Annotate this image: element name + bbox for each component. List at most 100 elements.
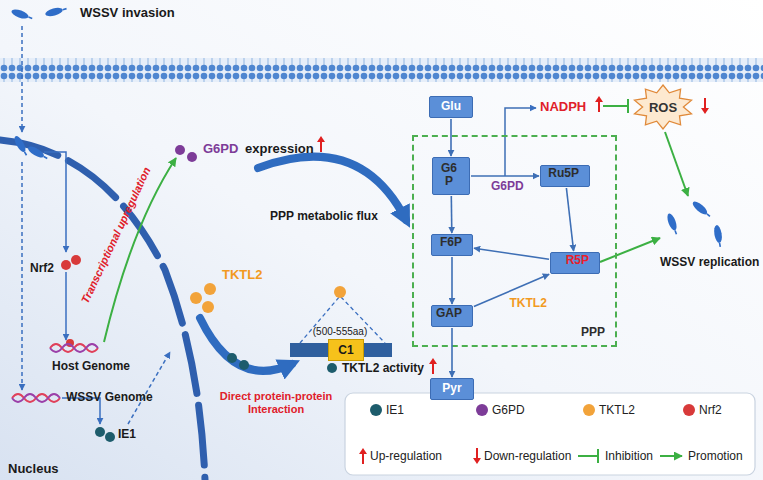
change-arrow xyxy=(429,358,437,374)
metabolite-box: R5P xyxy=(550,252,600,274)
node-text: Pyr xyxy=(442,382,461,395)
flow-connector xyxy=(451,328,453,377)
node-text: ROS xyxy=(649,100,677,115)
virus-icon xyxy=(713,225,723,244)
change-arrow xyxy=(595,96,603,112)
node-text: GAP xyxy=(436,307,462,320)
virus-icon xyxy=(12,134,29,157)
promotion-arrow xyxy=(665,132,688,196)
inhibition-line xyxy=(627,99,629,113)
protein-dot xyxy=(190,292,202,304)
nuclear-envelope xyxy=(0,140,205,480)
genome-label: Host Genome xyxy=(52,360,130,374)
node-text: R5P xyxy=(566,254,589,267)
inhibition-line xyxy=(603,105,628,107)
metabolite-box: F6P xyxy=(431,234,473,256)
protein-dot xyxy=(175,145,185,155)
flow-connector xyxy=(451,257,453,304)
legend-sample xyxy=(660,455,682,457)
virus-icon xyxy=(26,144,45,159)
signal-line xyxy=(65,272,67,340)
protein-label: G6PD xyxy=(203,142,238,157)
nuclear-envelope xyxy=(0,140,205,480)
edge-label: G6PD xyxy=(491,179,524,193)
signal-line xyxy=(21,162,23,390)
virus-icon xyxy=(666,212,679,231)
legend-swatch xyxy=(583,404,595,416)
flow-connector xyxy=(566,188,573,251)
flow-connector xyxy=(450,196,452,233)
virus-icon xyxy=(26,144,49,161)
virus-icon xyxy=(10,8,33,22)
genome-label: WSSV Genome xyxy=(66,391,153,405)
virus-icon xyxy=(719,243,721,247)
signal-line xyxy=(505,108,536,176)
legend-frame xyxy=(345,393,755,475)
protein-dot xyxy=(202,301,214,313)
promotion-arrow xyxy=(600,238,660,262)
legend-frame xyxy=(345,393,755,475)
virus-icon xyxy=(675,230,676,234)
legend-sample xyxy=(473,448,481,464)
protein-bar xyxy=(300,296,385,343)
legend-sample xyxy=(359,448,367,464)
metabolite-box: GAP xyxy=(431,305,473,327)
protein-bar xyxy=(290,343,392,357)
metabolite-box: Ru5P xyxy=(540,165,590,187)
protein-label: IE1 xyxy=(118,428,136,442)
protein-bar xyxy=(327,363,337,373)
dna-helix xyxy=(12,394,60,402)
virus-icon xyxy=(10,8,29,21)
legend-sample xyxy=(359,448,682,464)
ros-star: ROS xyxy=(632,84,694,130)
signal-line xyxy=(21,26,23,132)
text-label: expression xyxy=(245,142,314,157)
node-text: G6 P xyxy=(439,162,459,188)
virus-icon xyxy=(44,157,47,159)
node-text: Ru5P xyxy=(548,167,579,180)
change-arrow xyxy=(701,98,709,114)
legend-text: G6PD xyxy=(492,403,525,417)
signal-line xyxy=(44,152,66,252)
protein-dot xyxy=(71,255,81,265)
change-arrow xyxy=(317,136,325,152)
change-arrow xyxy=(317,96,709,374)
protein-dot xyxy=(61,260,71,270)
flux-arrow xyxy=(200,157,406,371)
inhibition-line xyxy=(603,99,628,113)
legend-text: Up-regulation xyxy=(370,449,442,463)
protein-label: TKTL2 xyxy=(222,268,262,283)
title-label: WSSV invasion xyxy=(80,6,175,21)
legend-swatch xyxy=(370,404,382,416)
compartment-label: Nucleus xyxy=(8,462,59,477)
node-text: PPP xyxy=(581,325,605,339)
metabolite-label: NADPH xyxy=(540,100,586,115)
node-text: Glu xyxy=(441,100,461,113)
virus-icon xyxy=(691,199,712,219)
node-text: C1 xyxy=(338,343,353,357)
virus-icon xyxy=(691,199,709,216)
dna-helix xyxy=(12,394,60,402)
flow-connector xyxy=(474,248,549,259)
virus-icon xyxy=(707,214,710,217)
promotion-arrow xyxy=(104,132,688,342)
protein-dot xyxy=(61,145,216,442)
legend-text: Inhibition xyxy=(605,449,653,463)
protein-dot xyxy=(105,432,115,442)
protein-label: Nrf2 xyxy=(30,262,54,276)
node-text: F6P xyxy=(440,236,462,249)
flux-label: PPP metabolic flux xyxy=(270,210,378,224)
edge-label: TKTL2 xyxy=(510,296,547,310)
virus-icon xyxy=(44,5,67,18)
protein-bar xyxy=(227,286,392,373)
virus-icon xyxy=(63,9,67,10)
outcome-label: WSSV replication xyxy=(660,256,759,270)
virus-icon xyxy=(12,134,27,153)
virus-icon xyxy=(25,152,27,155)
range-label: (500-555aa) xyxy=(310,326,370,338)
virus-icon xyxy=(44,6,63,18)
flow-connector xyxy=(450,119,452,156)
legend-text: Down-regulation xyxy=(484,449,571,463)
